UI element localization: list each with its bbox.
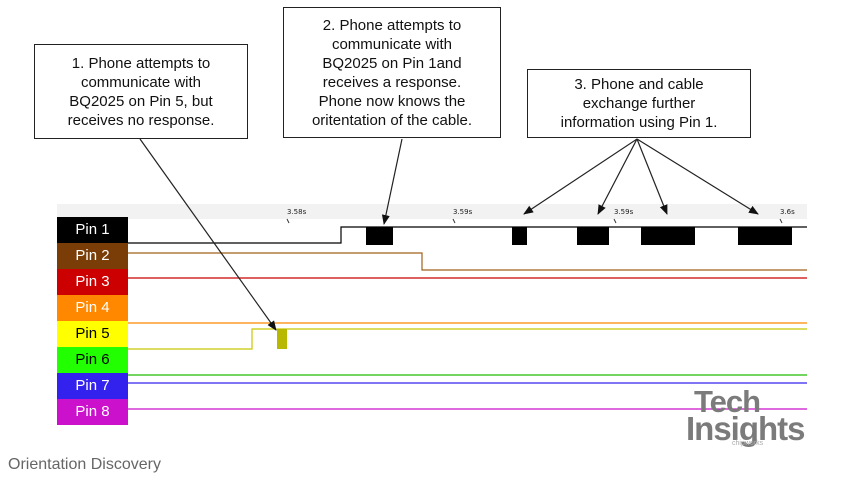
callout-pin1-exchange: 3. Phone and cable exchange further info… <box>527 69 751 138</box>
figure-caption: Orientation Discovery <box>8 456 161 473</box>
pin-label-5: Pin 5 <box>57 321 128 347</box>
pin-label-7: Pin 7 <box>57 373 128 399</box>
logo-line2: Insights <box>686 410 806 447</box>
callout-pin1-response: 2. Phone attempts to communicate with BQ… <box>283 7 501 138</box>
arrow-callout3 <box>523 138 638 215</box>
pin1-pulse <box>577 227 609 245</box>
time-ruler <box>57 204 807 219</box>
pin1-pulse <box>366 227 393 245</box>
pin-label-1: Pin 1 <box>57 217 128 243</box>
pin-label-4: Pin 4 <box>57 295 128 321</box>
arrow-callout3 <box>636 138 668 215</box>
arrow-callout2 <box>381 138 403 225</box>
pin1-trace <box>128 226 807 244</box>
tick-mark <box>286 218 290 224</box>
tick-mark <box>613 218 617 224</box>
pin5-trace <box>128 328 807 350</box>
tick-label: 3.58s <box>287 208 307 216</box>
logo-line1: Tech <box>694 384 761 419</box>
arrow-callout3 <box>636 138 759 215</box>
pin1-pulse <box>738 227 792 245</box>
tick-mark <box>779 218 783 224</box>
tick-label: 3.59s <box>453 208 473 216</box>
arrow-callout1 <box>139 138 277 331</box>
pin-label-3: Pin 3 <box>57 269 128 295</box>
pin-label-8: Pin 8 <box>57 399 128 425</box>
tick-mark <box>452 218 456 224</box>
logo-tagline: chipworks <box>732 440 764 447</box>
pin-label-2: Pin 2 <box>57 243 128 269</box>
pin-label-6: Pin 6 <box>57 347 128 373</box>
pin1-pulse <box>512 227 527 245</box>
tick-label: 3.6s <box>780 208 795 216</box>
pin5-pulse <box>277 329 287 349</box>
pin1-pulse <box>641 227 695 245</box>
arrow-callout3 <box>597 138 638 215</box>
techinsights-logo: Tech Insights chipworks <box>686 384 831 448</box>
tick-label: 3.59s <box>614 208 634 216</box>
callout-pin5-no-response: 1. Phone attempts to communicate with BQ… <box>34 44 248 139</box>
pin2-trace <box>128 252 807 271</box>
